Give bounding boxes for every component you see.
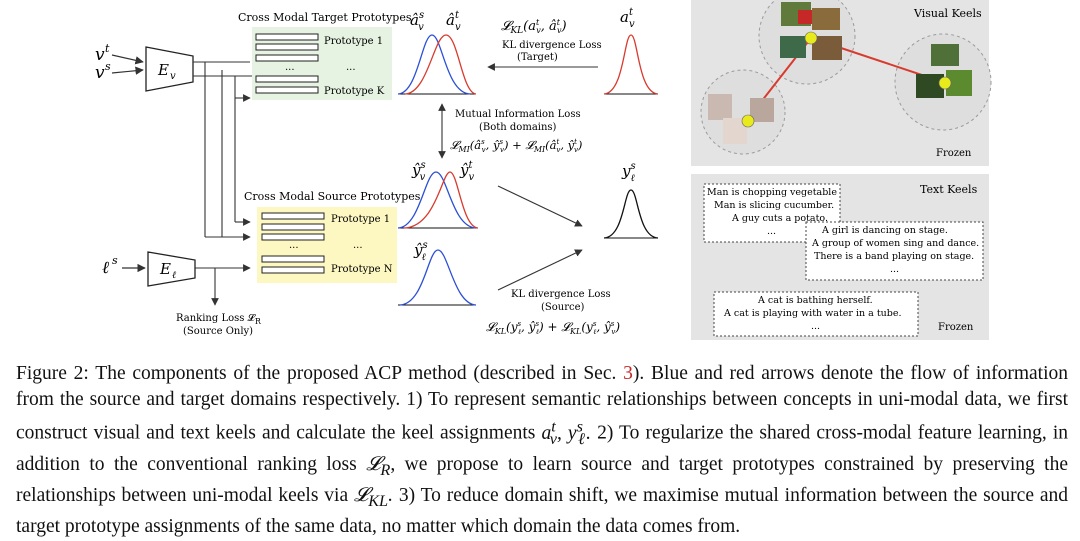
svg-text:ℓ: ℓ xyxy=(172,270,176,281)
svg-text:E: E xyxy=(157,61,169,79)
svg-text:(Target): (Target) xyxy=(517,52,558,63)
svg-text:𝓛KL(atv, âtv): 𝓛KL(atv, âtv) xyxy=(501,18,567,36)
loss-arrows xyxy=(438,63,598,291)
text-keels-title: Text Keels xyxy=(920,183,978,196)
visual-encoder: E v xyxy=(145,46,194,92)
svg-text:...: ... xyxy=(767,226,776,237)
caption-math-kl-loss: 𝓛KL. xyxy=(354,485,393,510)
mutual-information-loss: Mutual Information Loss (Both domains) 𝓛… xyxy=(450,109,582,154)
svg-text:...: ... xyxy=(811,321,820,332)
visual-input-vs: v s xyxy=(95,60,111,83)
svg-text:ℓ: ℓ xyxy=(102,258,109,278)
caption-math-ranking-loss: 𝓛R xyxy=(366,454,391,479)
svg-text:A cat is playing with water in: A cat is playing with water in a tube. xyxy=(723,308,902,319)
svg-text:𝓛KL(ysℓ, ŷsℓ) + 𝓛KL(ysℓ, ŷsv: 𝓛KL(ysℓ, ŷsℓ) + 𝓛KL(ysℓ, ŷsv) xyxy=(486,320,620,336)
caption-text-2: 2) To regularize the shared cross-modal … xyxy=(16,422,1068,475)
source-prototype-dots-b: ... xyxy=(353,240,363,251)
svg-text:A guy cuts a potato.: A guy cuts a potato. xyxy=(731,213,828,224)
text-keel-box-2: A girl is dancing on stage. A group of w… xyxy=(805,221,984,281)
figure-caption: Figure 2: The components of the proposed… xyxy=(16,361,1068,540)
caption-text-1b: ). Blue and red arrows denote the flow o… xyxy=(16,363,1068,444)
svg-text:(Source): (Source) xyxy=(541,302,585,313)
svg-text:s: s xyxy=(105,60,111,73)
svg-text:v: v xyxy=(95,45,105,65)
text-encoder: E ℓ xyxy=(147,251,196,287)
svg-text:ysℓ: ysℓ xyxy=(621,161,636,184)
caption-text-1a: The components of the proposed ACP metho… xyxy=(95,363,617,384)
visual-input-vt: v t xyxy=(95,42,110,65)
encoder-connections xyxy=(193,61,252,306)
svg-text:v: v xyxy=(95,63,105,83)
source-prototype-1: Prototype 1 xyxy=(331,214,390,225)
svg-text:KL divergence Loss: KL divergence Loss xyxy=(511,289,611,300)
source-prototypes-title: Cross Modal Source Prototypes xyxy=(244,190,421,203)
source-prototype-n: Prototype N xyxy=(331,264,393,275)
svg-text:ŷsℓ: ŷsℓ xyxy=(413,240,428,263)
svg-text:(Both domains): (Both domains) xyxy=(479,122,557,133)
target-prototype-k: Prototype K xyxy=(324,86,385,97)
target-prototype-1: Prototype 1 xyxy=(324,36,383,47)
text-input-ls: ℓ s xyxy=(102,254,118,278)
svg-text:t: t xyxy=(105,42,110,55)
ranking-loss-label: Ranking Loss 𝓛R (Source Only) xyxy=(176,312,262,337)
distribution-curves xyxy=(397,34,659,306)
source-prototype-bars xyxy=(261,212,325,274)
target-prototype-dots-b: ... xyxy=(346,62,356,73)
svg-text:𝓛MI(âsv, ŷsv) + 𝓛MI(âtv, ŷtv: 𝓛MI(âsv, ŷsv) + 𝓛MI(âtv, ŷtv) xyxy=(450,138,582,154)
svg-text:(Source Only): (Source Only) xyxy=(183,326,253,337)
caption-text-2b: , we propose to learn source and target … xyxy=(16,454,1069,507)
acp-method-diagram: v t v s E v ℓ s E ℓ Cross Modal Target P… xyxy=(95,0,992,340)
svg-text:Man is slicing cucumber.: Man is slicing cucumber. xyxy=(714,200,834,211)
target-prototype-bars xyxy=(255,33,319,94)
svg-text:Man is chopping vegetable: Man is chopping vegetable xyxy=(707,187,837,198)
svg-text:E: E xyxy=(159,260,171,278)
text-keels-frozen: Frozen xyxy=(938,322,974,333)
svg-text:s: s xyxy=(112,254,118,267)
caption-label: Figure 2: xyxy=(16,363,89,384)
svg-text:Mutual Information Loss: Mutual Information Loss xyxy=(455,109,581,120)
svg-text:There is a band playing on sta: There is a band playing on stage. xyxy=(814,251,974,262)
target-prototypes-title: Cross Modal Target Prototypes xyxy=(238,11,412,24)
svg-text:âsv: âsv xyxy=(410,10,424,33)
caption-math-keel-assignments: atv, ysℓ. xyxy=(541,417,591,448)
target-prototype-dots-a: ... xyxy=(285,62,295,73)
caption-text-3: 3) To reduce domain shift, we maximise m… xyxy=(16,485,1069,538)
visual-keels-frozen: Frozen xyxy=(936,148,972,159)
source-prototype-dots-a: ... xyxy=(289,240,299,251)
visual-keel-clusters xyxy=(700,0,992,155)
section-reference-link[interactable]: 3 xyxy=(623,363,633,384)
svg-text:...: ... xyxy=(890,264,899,275)
svg-text:ŷtv: ŷtv xyxy=(459,160,475,183)
svg-text:atv: atv xyxy=(620,7,635,30)
svg-text:âtv: âtv xyxy=(446,10,461,33)
svg-text:ŷsv: ŷsv xyxy=(411,160,426,183)
svg-text:A girl is dancing on stage.: A girl is dancing on stage. xyxy=(821,225,948,236)
visual-keels-title: Visual Keels xyxy=(913,7,982,20)
svg-text:KL divergence Loss: KL divergence Loss xyxy=(502,40,602,51)
text-keel-box-3: A cat is bathing herself. A cat is playi… xyxy=(713,291,919,337)
svg-text:A group of women sing and danc: A group of women sing and dance. xyxy=(811,238,979,249)
svg-text:Ranking Loss 𝓛R: Ranking Loss 𝓛R xyxy=(176,312,262,326)
svg-text:v: v xyxy=(170,71,176,82)
svg-text:A cat is bathing herself.: A cat is bathing herself. xyxy=(757,295,873,306)
